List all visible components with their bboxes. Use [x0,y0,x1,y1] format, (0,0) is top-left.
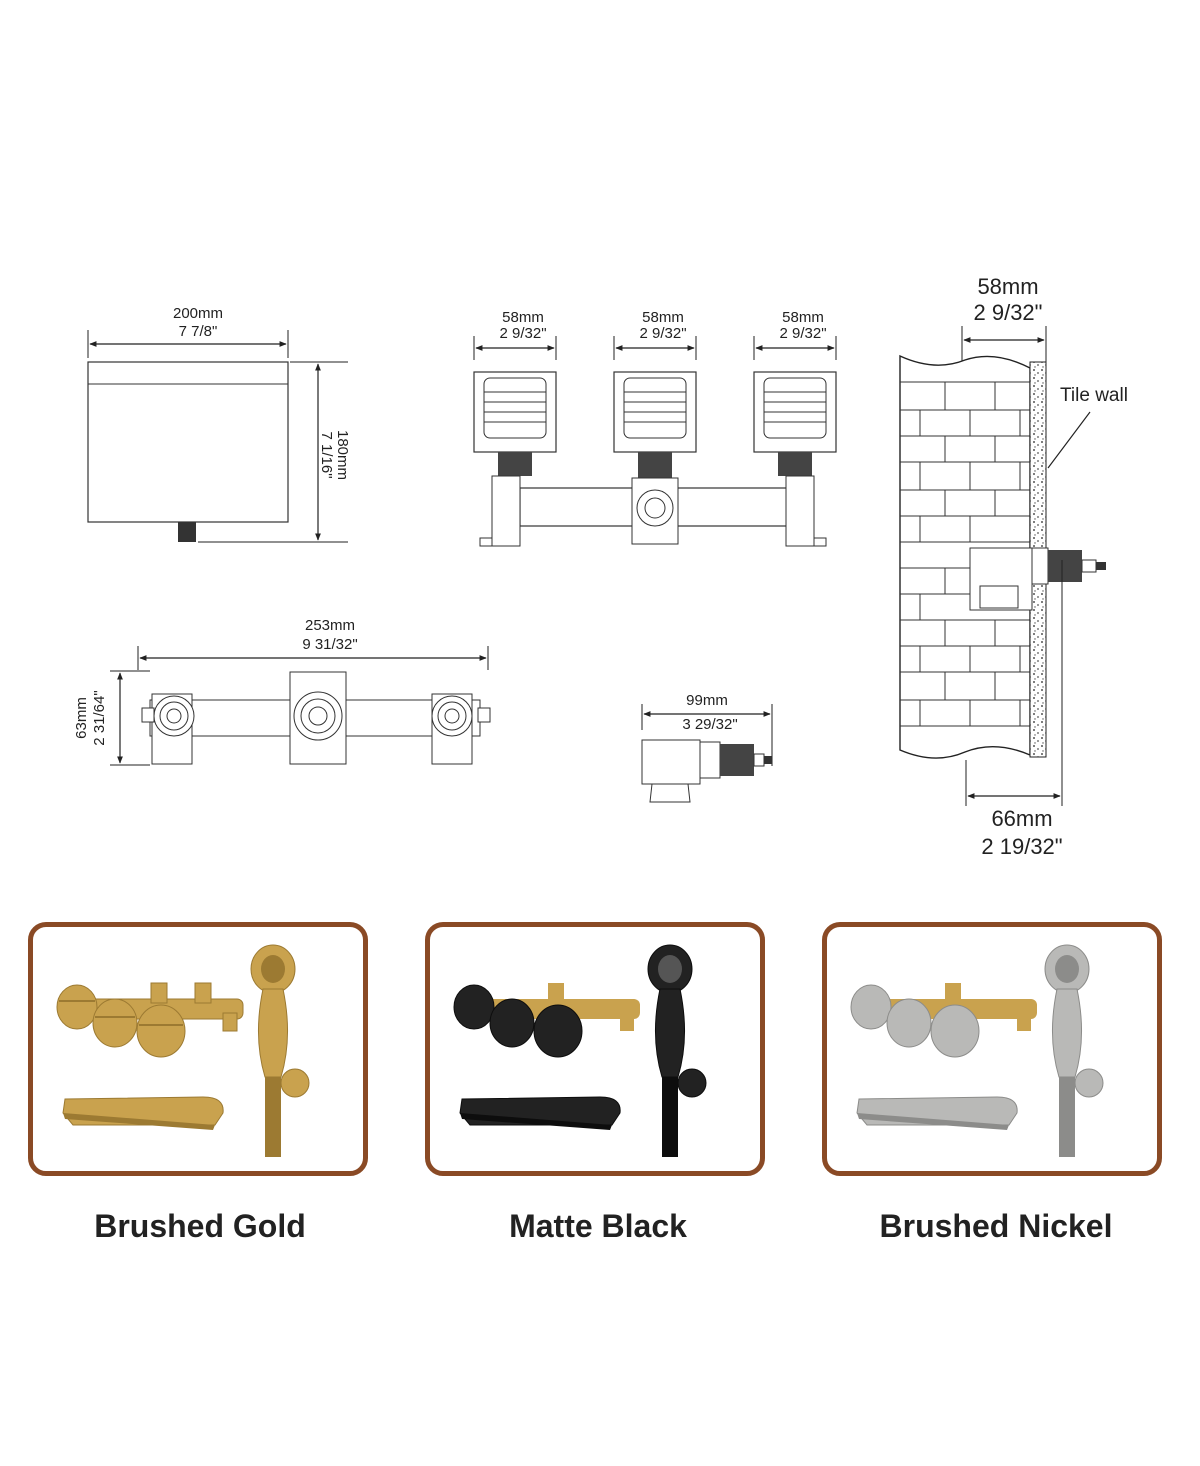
handles-front-view: 58mm 2 9/32" 58mm 2 9/32" 58mm 2 9/32" [473,309,837,547]
spout-width-mm: 200mm [173,305,223,322]
wall-section-view: 58mm 2 9/32" [899,274,1128,859]
black-handshower [647,944,707,1157]
side-depth-in: 3 29/32" [682,716,737,733]
finish-panel-gold[interactable] [28,922,368,1176]
handle-unit-right [753,371,837,547]
side-depth-mm: 99mm [686,692,728,709]
handle3-mm: 58mm [782,309,824,326]
tile-wall-label: Tile wall [1060,385,1128,406]
handle3-in: 2 9/32" [779,325,826,342]
gold-spout [62,1096,224,1130]
valve-side-view: 99mm 3 29/32" [641,692,773,803]
handle-unit-left [473,371,557,547]
finish-panel-nickel[interactable] [822,922,1162,1176]
finish-label-nickel: Brushed Nickel [879,1208,1113,1244]
black-product-illustration [453,944,707,1157]
dimension-diagram: 200mm 7 7/8" 180mm 7 1/16" 58mm 2 9/32" … [73,274,1128,859]
spout-height-in: 7 1/16" [318,431,335,478]
valve-body-top-view: 253mm 9 31/32" 63mm 2 31/64" [73,617,491,766]
black-spout [459,1096,621,1130]
valve-height-in: 2 31/64" [91,690,108,745]
spout-front-view: 200mm 7 7/8" 180mm 7 1/16" [87,305,351,543]
valve-length-in: 9 31/32" [302,636,357,653]
wall-depth-mm: 58mm [977,274,1038,299]
gold-product-illustration [56,944,310,1157]
black-valve-set [453,983,640,1058]
finish-label-gold: Brushed Gold [94,1208,306,1244]
nickel-product-illustration [850,944,1104,1157]
handle1-in: 2 9/32" [499,325,546,342]
nickel-valve-set [850,983,1037,1058]
nickel-spout [856,1096,1018,1130]
handle2-mm: 58mm [642,309,684,326]
nickel-handshower [1044,944,1104,1157]
gold-handshower [250,944,310,1157]
valve-length-mm: 253mm [305,617,355,634]
spout-height-mm: 180mm [334,430,351,480]
spout-width-in: 7 7/8" [179,323,218,340]
handle1-mm: 58mm [502,309,544,326]
wall-total-mm: 66mm [991,806,1052,831]
gold-valve-set [56,982,244,1058]
finish-label-black: Matte Black [509,1208,687,1244]
valve-height-mm: 63mm [73,697,90,739]
finish-panel-black[interactable] [425,922,765,1176]
handle2-in: 2 9/32" [639,325,686,342]
handle-unit-center [613,371,697,545]
wall-total-in: 2 19/32" [981,834,1062,859]
wall-depth-in: 2 9/32" [974,300,1043,325]
